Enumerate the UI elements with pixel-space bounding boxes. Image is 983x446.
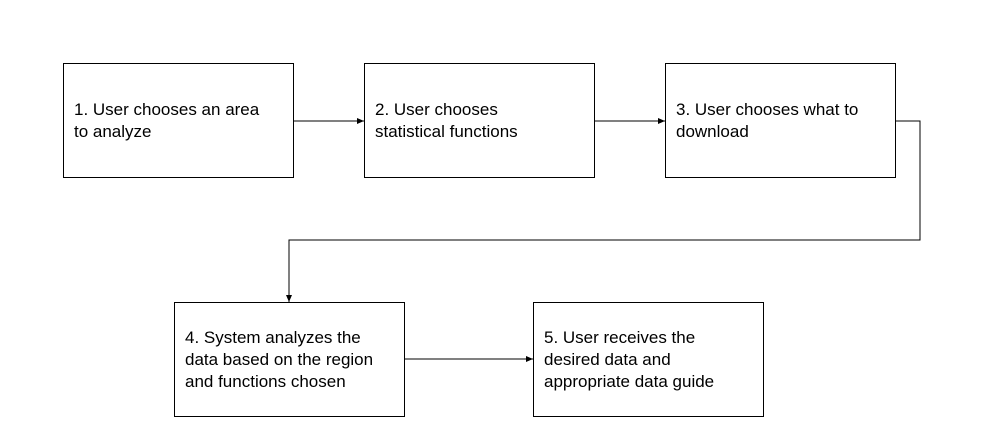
step-label-4: 4. System analyzes the data based on the… — [185, 327, 374, 391]
step-label-5: 5. User receives the desired data and ap… — [544, 327, 715, 391]
step-box-1: 1. User chooses an area to analyze — [63, 63, 294, 178]
arrow-step3-to-step4 — [286, 120, 921, 302]
step-label-3: 3. User chooses what to download — [676, 99, 859, 141]
step-box-4: 4. System analyzes the data based on the… — [174, 302, 405, 417]
step-box-5: 5. User receives the desired data and ap… — [533, 302, 764, 417]
step-label-1: 1. User chooses an area to analyze — [74, 99, 260, 141]
step-box-2: 2. User chooses statistical functions — [364, 63, 595, 178]
step-label-2: 2. User chooses statistical functions — [375, 99, 518, 141]
step-box-3: 3. User chooses what to download — [665, 63, 896, 178]
